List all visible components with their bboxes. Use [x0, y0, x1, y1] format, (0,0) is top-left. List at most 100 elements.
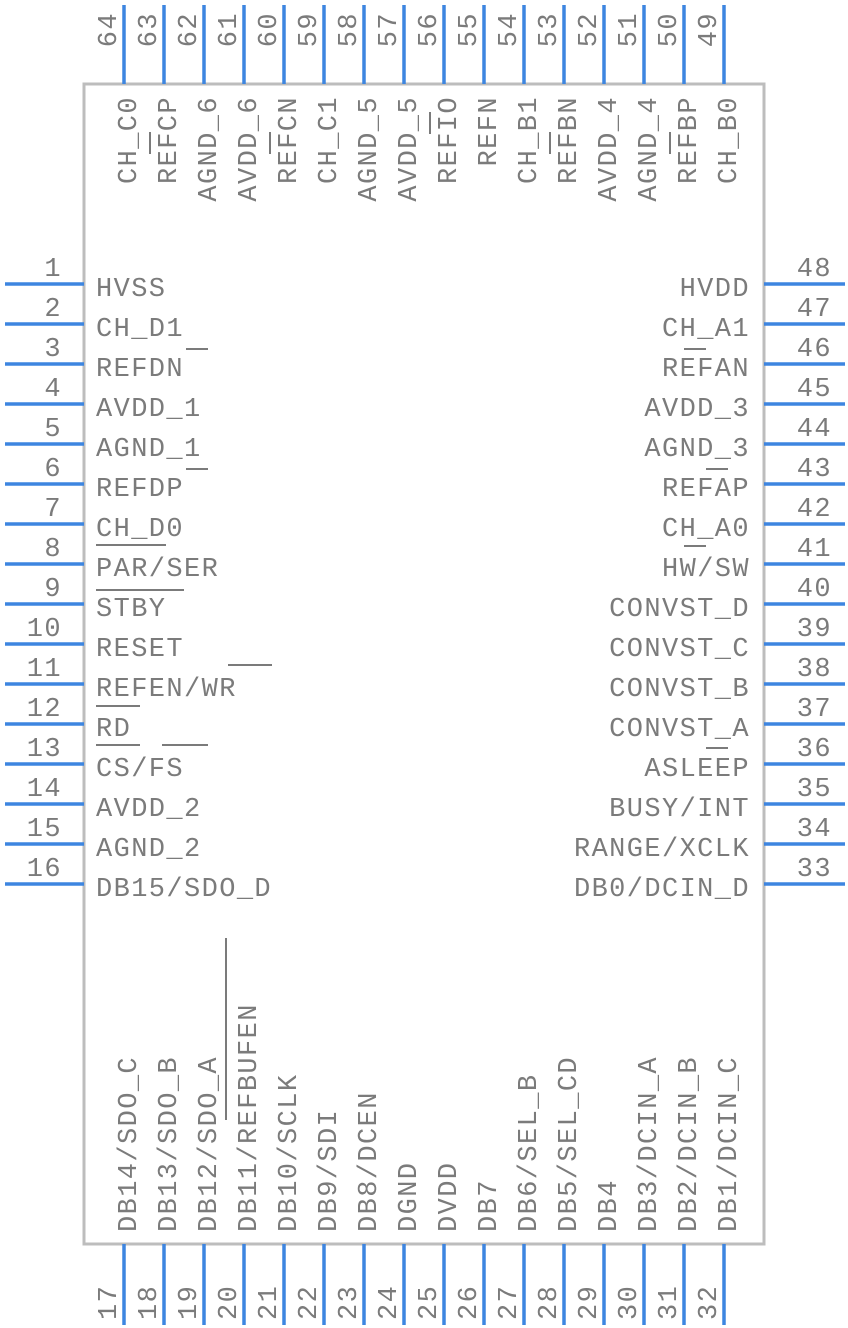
pin-number-25: 25: [415, 1285, 445, 1320]
pin-name-54: CH_B1: [515, 96, 545, 184]
pin-name-58: AGND_5: [355, 96, 385, 202]
pin-number-52: 52: [575, 12, 605, 47]
pin-name-34: RANGE/XCLK: [574, 835, 750, 865]
pin-number-19: 19: [175, 1285, 205, 1320]
pin-number-23: 23: [335, 1285, 365, 1320]
pin-number-6: 6: [44, 455, 62, 485]
pin-name-30: DB3/DCIN_A: [635, 1056, 665, 1232]
pin-name-36: ASLEEP: [644, 755, 750, 785]
pin-number-30: 30: [615, 1285, 645, 1320]
pin-number-14: 14: [27, 775, 62, 805]
pin-number-49: 49: [695, 12, 725, 47]
pin-number-9: 9: [44, 575, 62, 605]
pin-name-38: CONVST_B: [609, 675, 750, 705]
pin-number-40: 40: [797, 575, 832, 605]
pin-number-33: 33: [797, 855, 832, 885]
pin-name-29: DB4: [595, 1179, 625, 1232]
pin-number-7: 7: [44, 495, 62, 525]
pin-name-20: DB11/REFBUFEN: [235, 1003, 265, 1232]
pin-name-63: REFCP: [155, 96, 185, 184]
pin-number-16: 16: [27, 855, 62, 885]
pin-name-16: DB15/SDO_D: [96, 875, 272, 905]
pin-number-38: 38: [797, 655, 832, 685]
pin-number-2: 2: [44, 295, 62, 325]
pin-number-29: 29: [575, 1285, 605, 1320]
pin-number-27: 27: [495, 1285, 525, 1320]
pin-number-48: 48: [797, 255, 832, 285]
pin-name-35: BUSY/INT: [609, 795, 750, 825]
pin-number-56: 56: [415, 12, 445, 47]
pin-number-47: 47: [797, 295, 832, 325]
pin-number-11: 11: [27, 655, 62, 685]
pin-number-61: 61: [215, 12, 245, 47]
pin-name-37: CONVST_A: [609, 715, 750, 745]
pin-name-17: DB14/SDO_C: [115, 1056, 145, 1232]
pin-number-43: 43: [797, 455, 832, 485]
pin-name-33: DB0/DCIN_D: [574, 875, 750, 905]
pin-number-22: 22: [295, 1285, 325, 1320]
pin-name-48: HVDD: [680, 275, 750, 305]
pin-name-62: AGND_6: [195, 96, 225, 202]
pin-name-6: REFDP: [96, 475, 184, 505]
pin-number-42: 42: [797, 495, 832, 525]
pin-number-59: 59: [295, 12, 325, 47]
pin-number-17: 17: [95, 1285, 125, 1320]
pin-name-2: CH_D1: [96, 315, 184, 345]
pin-name-50: REFBP: [675, 96, 705, 184]
pin-number-39: 39: [797, 615, 832, 645]
pin-name-57: AVDD_5: [395, 96, 425, 202]
pin-number-44: 44: [797, 415, 832, 445]
pin-name-56: REFIO: [435, 96, 465, 184]
pin-name-25: DVDD: [435, 1162, 465, 1232]
pin-number-8: 8: [44, 535, 62, 565]
pin-name-47: CH_A1: [662, 315, 750, 345]
pin-number-3: 3: [44, 335, 62, 365]
pin-name-61: AVDD_6: [235, 96, 265, 202]
pin-name-13: CS/FS: [96, 755, 184, 785]
pin-name-41: HW/SW: [662, 555, 750, 585]
pin-number-4: 4: [44, 375, 62, 405]
pin-number-37: 37: [797, 695, 832, 725]
pin-name-31: DB2/DCIN_B: [675, 1056, 705, 1232]
pin-name-46: REFAN: [662, 355, 750, 385]
pin-name-40: CONVST_D: [609, 595, 750, 625]
pin-number-12: 12: [27, 695, 62, 725]
pin-number-63: 63: [135, 12, 165, 47]
pin-number-62: 62: [175, 12, 205, 47]
pin-name-9: STBY: [96, 595, 166, 625]
pin-name-28: DB5/SEL_CD: [555, 1056, 585, 1232]
pin-name-19: DB12/SDO_A: [195, 1056, 225, 1232]
pin-name-5: AGND_1: [96, 435, 202, 465]
pin-lines: [5, 5, 845, 1325]
pin-number-26: 26: [455, 1285, 485, 1320]
pin-name-24: DGND: [395, 1162, 425, 1232]
pin-number-5: 5: [44, 415, 62, 445]
pin-name-4: AVDD_1: [96, 395, 202, 425]
pin-number-64: 64: [95, 12, 125, 47]
pin-number-53: 53: [535, 12, 565, 47]
pin-name-59: CH_C1: [315, 96, 345, 184]
pin-number-58: 58: [335, 12, 365, 47]
pin-name-27: DB6/SEL_B: [515, 1074, 545, 1232]
pin-name-43: REFAP: [662, 475, 750, 505]
pin-name-51: AGND_4: [635, 96, 665, 202]
pin-name-53: REFBN: [555, 96, 585, 184]
pin-name-64: CH_C0: [115, 96, 145, 184]
pin-number-1: 1: [44, 255, 62, 285]
pin-name-44: AGND_3: [644, 435, 750, 465]
pin-name-60: REFCN: [275, 96, 305, 184]
pin-number-10: 10: [27, 615, 62, 645]
pin-name-26: DB7: [475, 1179, 505, 1232]
pin-number-24: 24: [375, 1285, 405, 1320]
pin-name-23: DB8/DCEN: [355, 1091, 385, 1232]
pin-number-32: 32: [695, 1285, 725, 1320]
pin-name-52: AVDD_4: [595, 96, 625, 202]
pin-name-45: AVDD_3: [644, 395, 750, 425]
pin-name-11: REFEN/WR: [96, 675, 237, 705]
pin-name-49: CH_B0: [715, 96, 745, 184]
pin-name-42: CH_A0: [662, 515, 750, 545]
pin-name-1: HVSS: [96, 275, 166, 305]
pin-name-12: RD: [96, 715, 131, 745]
pin-name-7: CH_D0: [96, 515, 184, 545]
